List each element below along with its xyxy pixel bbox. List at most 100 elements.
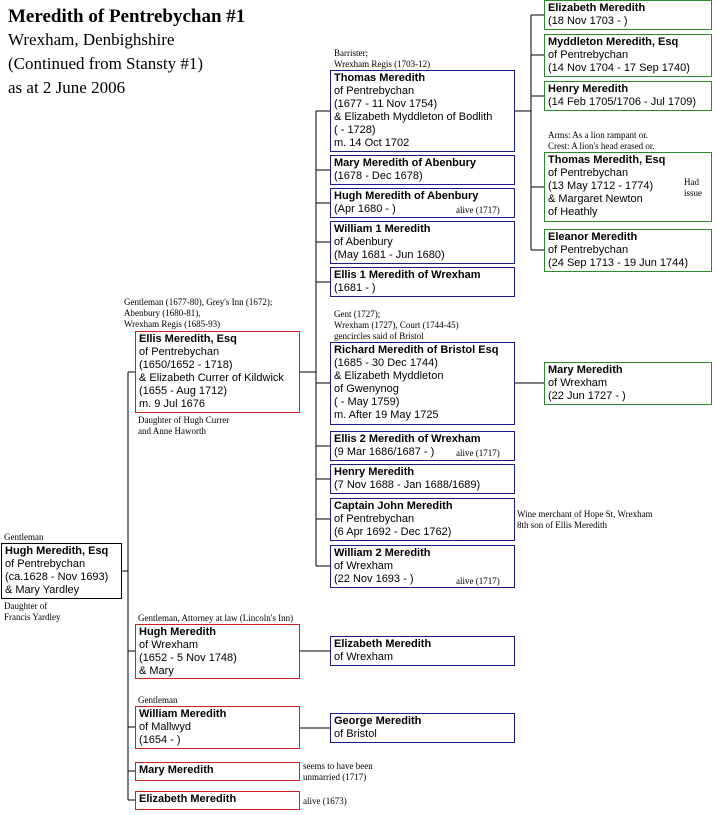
person-detail: (1652 - 5 Nov 1748) — [139, 652, 237, 664]
person-detail: & Elizabeth Currer of Kildwick — [139, 372, 284, 384]
person-detail: & Elizabeth Myddleton of Bodlith — [334, 111, 493, 123]
person-detail: m. 9 Jul 1676 — [139, 398, 206, 410]
annotation-line: Barrister; — [334, 48, 368, 58]
person-detail: of Wrexham — [334, 560, 394, 572]
annotation-line: Gentleman — [4, 532, 44, 542]
annotation-hugh-abenbury-alive: alive (1717) — [456, 205, 500, 215]
person-detail: of Heathly — [548, 206, 598, 218]
person-name: Ellis 2 Meredith of Wrexham — [334, 433, 481, 445]
annotation-line: Daughter of — [4, 601, 48, 611]
person-detail: & Elizabeth Myddleton — [334, 370, 444, 382]
person-detail: of Wrexham — [334, 651, 394, 663]
annotation-line: Arms: As a lion rampant or. — [548, 130, 648, 140]
annotation-hugh-occupation: Gentleman — [4, 532, 44, 543]
annotation-line: Gentleman (1677-80), Grey's Inn (1672); — [124, 297, 273, 307]
person-detail: m. After 19 May 1725 — [334, 409, 439, 421]
person-detail: (22 Nov 1693 - ) — [334, 573, 414, 585]
annotation-line: Had — [684, 177, 699, 187]
person-detail: (Apr 1680 - ) — [334, 203, 396, 215]
annotation-line: alive (1673) — [303, 796, 347, 806]
person-box-hugh-meredith-of-abenbury[interactable]: Hugh Meredith of Abenbury(Apr 1680 - ) — [330, 188, 515, 218]
person-detail: (24 Sep 1713 - 19 Jun 1744) — [548, 257, 689, 269]
person-box-elizabeth-meredith-1703[interactable]: Elizabeth Meredith(18 Nov 1703 - ) — [544, 0, 712, 30]
person-name: Mary Meredith — [139, 764, 214, 776]
person-box-richard-meredith-of-bristol[interactable]: Richard Meredith of Bristol Esq(1685 - 3… — [330, 342, 515, 425]
page-subtitle-date: as at 2 June 2006 — [8, 78, 126, 97]
person-name: Richard Meredith of Bristol Esq — [334, 344, 499, 356]
person-detail: (1681 - ) — [334, 282, 376, 294]
annotation-line: Wrexham Regis (1703-12) — [334, 59, 431, 69]
annotation-line: issue — [684, 188, 702, 198]
annotation-ellis-offices: Gentleman (1677-80), Grey's Inn (1672);A… — [124, 297, 272, 330]
person-name: Captain John Meredith — [334, 500, 453, 512]
person-detail: (14 Feb 1705/1706 - Jul 1709) — [548, 96, 696, 108]
person-name: Elizabeth Meredith — [139, 793, 237, 805]
person-box-henry-meredith[interactable]: Henry Meredith(7 Nov 1688 - Jan 1688/168… — [330, 464, 515, 494]
person-detail: of Pentrebychan — [548, 244, 629, 256]
annotation-line: Abenbury (1680-81), — [124, 308, 201, 318]
person-detail: ( - May 1759) — [334, 396, 400, 408]
person-detail: (1685 - 30 Dec 1744) — [334, 357, 438, 369]
annotation-line: Daughter of Hugh Currer — [138, 415, 230, 425]
person-detail: of Pentrebychan — [548, 167, 629, 179]
person-detail: (1677 - 11 Nov 1754) — [334, 98, 438, 110]
person-detail: & Margaret Newton — [548, 193, 643, 205]
person-detail: ( - 1728) — [334, 124, 376, 136]
person-name: Mary Meredith of Abenbury — [334, 157, 476, 169]
person-detail: (1655 - Aug 1712) — [139, 385, 228, 397]
person-detail: & Mary — [139, 665, 174, 677]
page-title: Meredith of Pentrebychan #1 — [8, 6, 246, 27]
person-box-ellis-2-meredith[interactable]: Ellis 2 Meredith of Wrexham(9 Mar 1686/1… — [330, 431, 515, 461]
person-detail: (18 Nov 1703 - ) — [548, 15, 628, 27]
person-box-henry-meredith-1705[interactable]: Henry Meredith(14 Feb 1705/1706 - Jul 17… — [544, 81, 712, 111]
person-detail: (7 Nov 1688 - Jan 1688/1689) — [334, 479, 481, 491]
person-detail: of Pentrebychan — [334, 513, 415, 525]
person-detail: (13 May 1712 - 1774) — [548, 180, 654, 192]
person-name: Mary Meredith — [548, 364, 623, 376]
page-subtitle-continuation: (Continued from Stansty #1) — [8, 54, 204, 73]
person-box-ellis-1-meredith[interactable]: Ellis 1 Meredith of Wrexham(1681 - ) — [330, 267, 515, 297]
annotation-line: Wine merchant of Hope St, Wrexham — [517, 509, 653, 519]
person-name: Thomas Meredith — [334, 72, 426, 84]
person-name: Elizabeth Meredith — [548, 2, 646, 14]
person-name: Ellis 1 Meredith of Wrexham — [334, 269, 481, 281]
annotation-thomas-arms-crest: Arms: As a lion rampant or.Crest: A lion… — [548, 130, 655, 152]
annotation-line: Wrexham (1727), Court (1744-45) — [334, 320, 459, 330]
person-box-mary-meredith[interactable]: Mary Meredith — [135, 762, 300, 781]
annotation-line: seems to have been — [303, 761, 373, 771]
annotation-thomas-offices: Barrister;Wrexham Regis (1703-12) — [334, 48, 430, 70]
person-detail: of Abenbury — [334, 236, 393, 248]
person-detail: (May 1681 - Jun 1680) — [334, 249, 445, 261]
annotation-line: unmarried (1717) — [303, 772, 367, 782]
annotation-elizabeth-alive: alive (1673) — [303, 796, 347, 807]
person-detail: & Mary Yardley — [5, 584, 80, 596]
person-name: Myddleton Meredith, Esq — [548, 36, 679, 48]
person-detail: (14 Nov 1704 - 17 Sep 1740) — [548, 62, 690, 74]
annotation-william-mallwyd-occupation: Gentleman — [138, 695, 178, 706]
person-name: Ellis Meredith, Esq — [139, 333, 237, 345]
person-name: Elizabeth Meredith — [334, 638, 432, 650]
annotation-line: Wrexham Regis (1685-93) — [124, 319, 221, 329]
person-box-elizabeth-meredith[interactable]: Elizabeth Meredith — [135, 791, 300, 810]
person-box-mary-meredith-of-abenbury[interactable]: Mary Meredith of Abenbury(1678 - Dec 167… — [330, 155, 515, 185]
person-name: Hugh Meredith — [139, 626, 216, 638]
